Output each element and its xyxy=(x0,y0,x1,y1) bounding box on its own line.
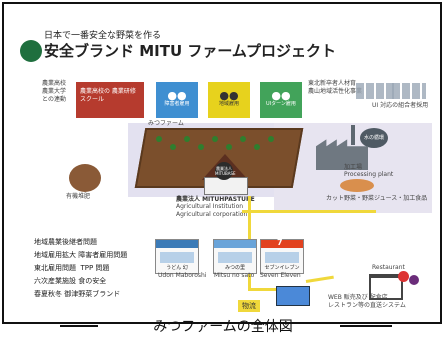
factory-sub-label: Processing plant xyxy=(344,171,394,178)
factory-label: 加工場 xyxy=(344,164,363,171)
store-sub-label: Seven Eleven xyxy=(260,272,301,279)
crop-dot xyxy=(268,136,274,142)
crop-dot xyxy=(170,144,176,150)
store-band xyxy=(214,240,256,248)
top-tagline: 日本で一番安全な野菜を作る xyxy=(44,31,162,41)
caption-line-right xyxy=(340,325,392,327)
store-window xyxy=(265,252,299,263)
crop-dot xyxy=(198,144,204,150)
main-title: 安全ブランド MITU ファームプロジェクト xyxy=(44,42,337,60)
farmhouse-label: 農業法人 MITUHPASTURE xyxy=(176,196,255,203)
people-grid-icon xyxy=(356,83,396,99)
store-label: みつの里 xyxy=(224,265,245,271)
delivery-label: WEB 販売及び 配食店 レストラン等の直送システム xyxy=(328,294,406,309)
crop-dot xyxy=(156,136,162,142)
distribution-line xyxy=(242,210,376,213)
delivery-truck-icon xyxy=(276,286,310,306)
seven-eleven-logo: 7 xyxy=(277,238,283,247)
people-icon: ●● xyxy=(219,89,239,102)
crop-dot xyxy=(226,144,232,150)
store-label: セブンイレブン xyxy=(264,265,300,271)
water-cycle-icon: 水の循環 xyxy=(360,128,388,148)
people-icon: ●● xyxy=(271,89,291,102)
store-label: うどん 幻 xyxy=(166,265,188,271)
crop-dot xyxy=(184,136,190,142)
store-band xyxy=(156,240,198,248)
partners-label: 農業高校 農業大学 との連動 xyxy=(42,80,67,103)
figure-caption: みつファームの全体図 xyxy=(153,319,293,335)
restaurant-icon xyxy=(369,274,403,300)
company-badge: 農業法人 MITUBASE xyxy=(215,162,236,180)
eggplant-icon xyxy=(409,275,419,285)
issue-list: 地域農業後継者問題 地域雇用拡大 障害者雇用問題 東北雇用問題 TPP 問題 六… xyxy=(34,238,128,298)
farmhouse-sub-label: Agricultural Institution Agricultural co… xyxy=(176,203,248,218)
employment-label-green: UIターン雇用 xyxy=(266,101,296,107)
employment-icon-blue: ●●障害者雇用 xyxy=(156,82,198,118)
diagram-panel: 日本で一番安全な野菜を作る 安全ブランド MITU ファームプロジェクト 農業高… xyxy=(10,12,438,316)
store-udon: うどん 幻 xyxy=(155,239,199,274)
factory-pipe xyxy=(351,125,355,145)
ui-label: UI 対応の組合者採用 xyxy=(372,102,429,109)
tomato-icon xyxy=(398,271,409,282)
right-note-label: 東北新卒者人材育 農山地域活性化事業 xyxy=(308,80,363,95)
store-window xyxy=(218,252,252,263)
employment-label-blue: 障害者雇用 xyxy=(164,101,190,107)
store-band: 7 xyxy=(261,238,303,248)
people-grid-icon-2 xyxy=(392,83,426,99)
compost-icon xyxy=(69,164,101,192)
diagram-frame: 日本で一番安全な野菜を作る 安全ブランド MITU ファームプロジェクト 農業高… xyxy=(2,2,442,324)
people-icon: ●● xyxy=(167,89,187,102)
distribution-label: 物流 xyxy=(238,300,260,312)
crop-dot xyxy=(212,136,218,142)
vegetable-icon xyxy=(340,179,374,192)
crop-dot xyxy=(254,144,260,150)
store-sub-label: Udon Maboroshi xyxy=(158,272,207,279)
farm-label: みつファーム xyxy=(148,120,184,127)
caption-line-left xyxy=(60,325,98,327)
crop-dot xyxy=(240,136,246,142)
store-window xyxy=(160,252,194,263)
store-seven-eleven: 7 セブンイレブン xyxy=(260,239,304,274)
employment-icon-yellow: ●●地域雇用 xyxy=(208,82,250,118)
distribution-line xyxy=(305,275,334,283)
employment-icon-green: ●●UIターン雇用 xyxy=(260,82,302,118)
compost-label: 有機堆肥 xyxy=(66,193,91,200)
processing-note: カット野菜・野菜ジュース・加工食品 xyxy=(326,195,428,202)
store-mitsu: みつの里 xyxy=(213,239,257,274)
brand-logo xyxy=(20,40,42,62)
restaurant-label: Restaurant xyxy=(372,264,405,271)
employment-label-yellow: 地域雇用 xyxy=(218,101,239,107)
store-sub-label: Mitsu no sato xyxy=(214,272,255,279)
school-box: 農業高校の 農業研修スクール xyxy=(76,82,144,118)
